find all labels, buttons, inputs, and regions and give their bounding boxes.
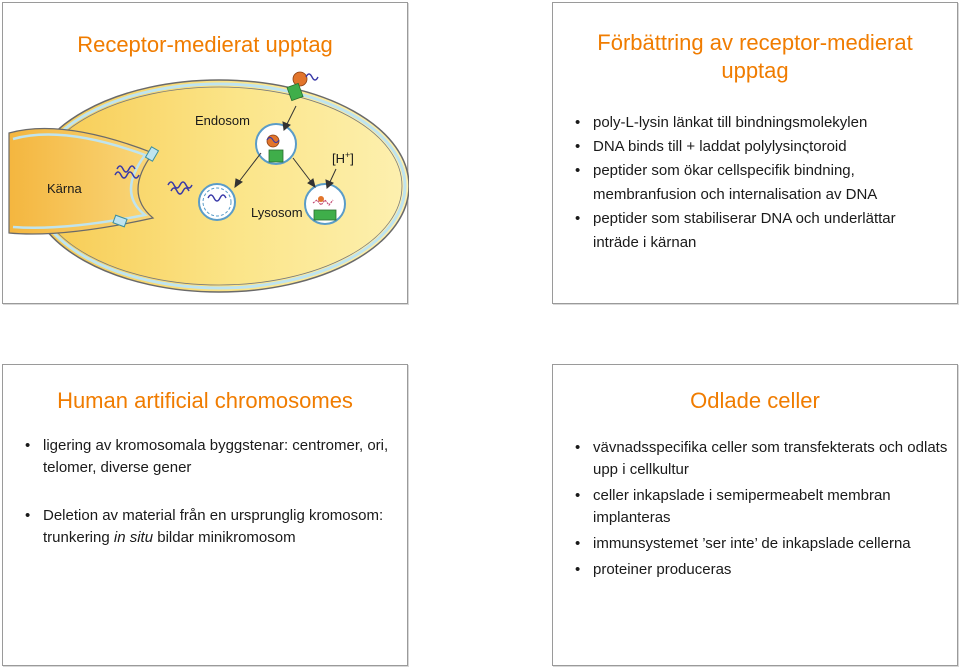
proton-label: [H+] xyxy=(332,150,354,166)
bullet-item: peptider som stabiliserar DNA och underl… xyxy=(573,207,943,255)
slide-cultured-cells: Odlade celler vävnadsspecifika celler so… xyxy=(552,364,958,666)
slide-title: Receptor-medierat upptag xyxy=(77,32,333,57)
slide-receptor-uptake: Kärna Endosom Lysosom [H+] Receptor-medi… xyxy=(2,2,409,304)
slide-improved-uptake: Förbättring av receptor-medierat upptag … xyxy=(552,2,958,304)
receptor-complex xyxy=(268,149,284,163)
slide-title: Odlade celler xyxy=(690,388,820,413)
bullet-list: poly-L-lysin länkat till bindningsmoleky… xyxy=(573,111,943,255)
bullet-item: DNA binds till + laddat polylysinςtoroid xyxy=(573,135,943,159)
nuclear-pore xyxy=(112,214,128,228)
slide-artificial-chromosomes: Human artificial chromosomes ligering av… xyxy=(2,364,408,666)
bullet-list: vävnadsspecifika celler som transfektera… xyxy=(573,437,953,585)
slide-title: Förbättring av receptor-medierat upptag xyxy=(597,30,913,83)
bullet-item: proteiner produceras xyxy=(573,559,953,581)
bullet-item: peptider som ökar cellspecifik bindning,… xyxy=(573,159,943,207)
bullet-item: ligering av kromosomala byggstenar: cent… xyxy=(23,435,393,479)
nucleus-label: Kärna xyxy=(47,181,82,196)
slide-title: Human artificial chromosomes xyxy=(57,388,353,413)
bullet-item: vävnadsspecifika celler som transfektera… xyxy=(573,437,953,481)
surface-receptor xyxy=(286,82,304,102)
bullet-item: immunsystemet ’ser inte’ de inkapslade c… xyxy=(573,533,953,555)
uptake-diagram: Kärna Endosom Lysosom [H+] xyxy=(8,71,409,293)
vesicle xyxy=(198,183,236,221)
bullet-item: celler inkapslade i semipermeabelt membr… xyxy=(573,485,953,529)
lysosome-label: Lysosom xyxy=(251,205,303,220)
endosome-label: Endosom xyxy=(195,113,250,128)
nuclear-pore xyxy=(144,146,160,162)
bullet-item: poly-L-lysin länkat till bindningsmoleky… xyxy=(573,111,943,135)
bullet-item: Deletion av material från en ursprunglig… xyxy=(23,505,393,549)
bullet-list: ligering av kromosomala byggstenar: cent… xyxy=(23,435,393,575)
nucleus xyxy=(8,127,155,235)
dna-squiggle xyxy=(114,171,140,179)
dna-squiggle xyxy=(167,181,193,189)
